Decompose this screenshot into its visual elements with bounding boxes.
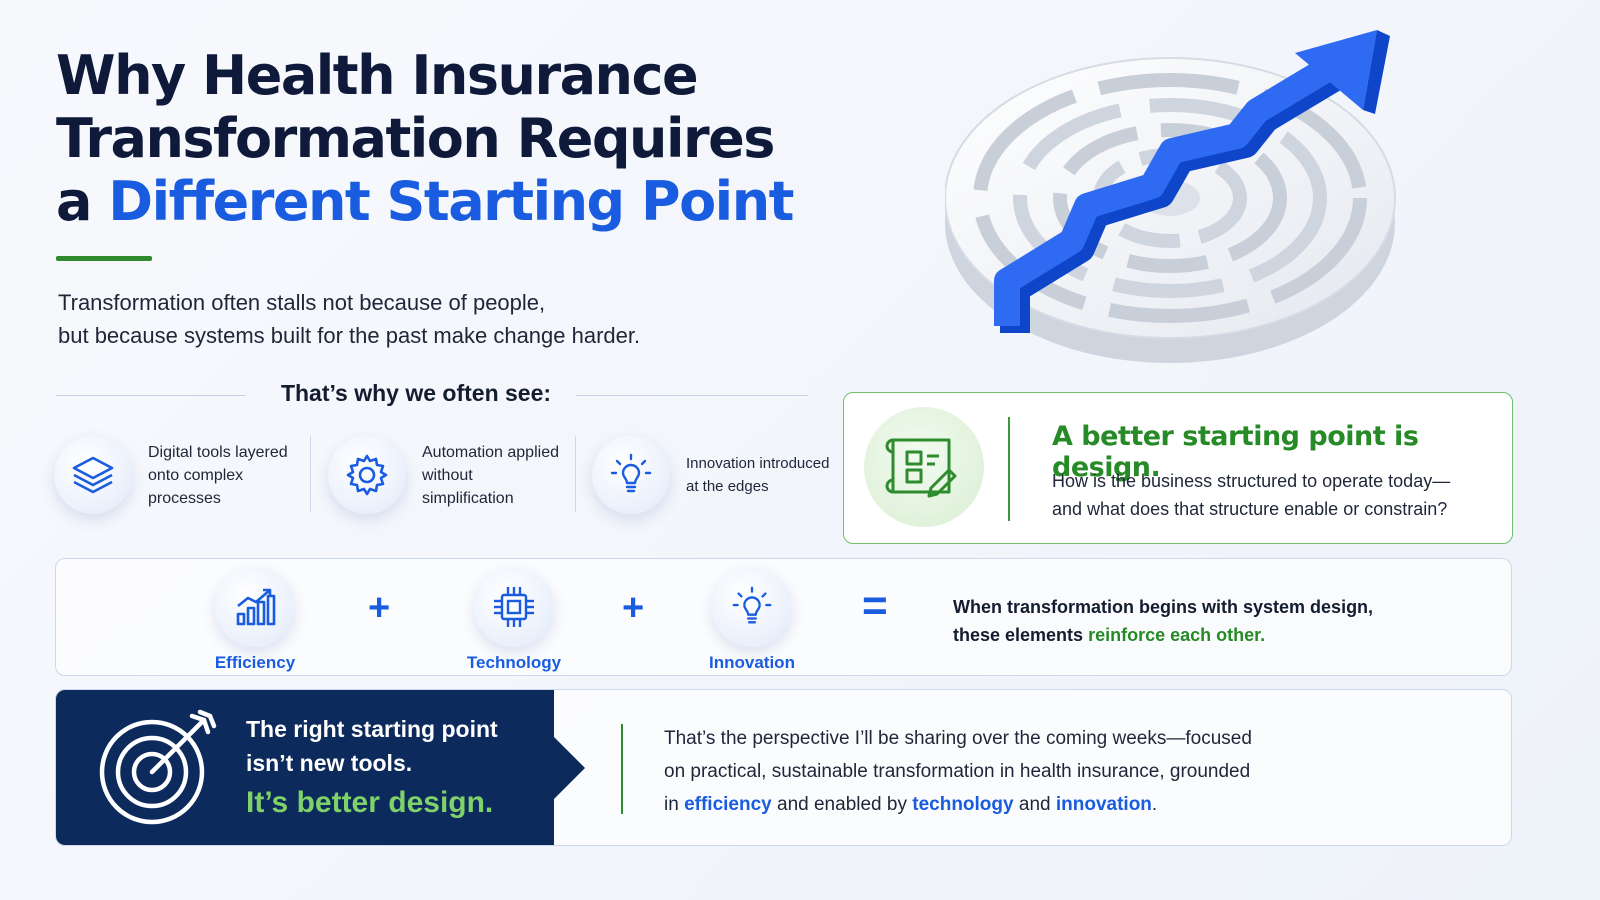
why-item-automation: Automation applied without simplificatio…: [328, 430, 573, 520]
subtitle: Transformation often stalls not because …: [58, 286, 758, 352]
equation-label: Efficiency: [214, 653, 296, 672]
equation-text-line: When transformation begins with system d…: [953, 597, 1374, 617]
perspective-line: in efficiency and enabled by technology …: [664, 788, 1252, 821]
title-underline: [56, 256, 152, 261]
text-segment: in: [664, 794, 685, 815]
plus-sign: +: [368, 587, 391, 629]
equation-label: Technology: [466, 653, 562, 672]
label-line: simplification: [422, 489, 514, 507]
why-item-label: Digital tools layered onto complex proce…: [148, 441, 288, 510]
blueprint-icon: [864, 407, 984, 527]
label-line: Innovation introduced: [686, 455, 830, 472]
chart-growth-icon: [215, 567, 295, 647]
why-section-header: That’s why we often see:: [56, 380, 808, 410]
callout-line: The right starting point: [246, 716, 498, 742]
callout-panel: The right starting point isn’t new tools…: [56, 690, 554, 845]
callout-line: isn’t new tools.: [246, 750, 413, 776]
why-item-innovation: Innovation introduced at the edges: [592, 430, 832, 520]
equation-text-line: these elements reinforce each other.: [953, 621, 1373, 649]
equation-item-technology: Technology: [454, 567, 574, 673]
callout-highlight: It’s better design.: [246, 786, 494, 819]
perspective-text: That’s the perspective I’ll be sharing o…: [664, 722, 1252, 821]
label-line: Automation applied: [422, 443, 559, 461]
equals-sign: =: [862, 581, 888, 630]
equation-label: Innovation: [709, 653, 795, 672]
target-icon: [99, 709, 217, 825]
lightbulb-icon: [592, 436, 670, 514]
text-segment: .: [1151, 794, 1158, 815]
label-line: Digital tools layered: [148, 443, 288, 461]
title-line-3-prefix: a: [56, 170, 109, 233]
plus-sign: +: [622, 587, 645, 629]
layers-icon: [54, 436, 132, 514]
header-rule-right: [576, 395, 808, 396]
bottom-divider: [621, 724, 623, 814]
perspective-line: That’s the perspective I’ll be sharing o…: [664, 728, 1252, 749]
technology-highlight: technology: [912, 794, 1014, 815]
equation-item-innovation: Innovation: [692, 567, 812, 673]
why-item-label: Automation applied without simplificatio…: [422, 441, 559, 510]
title-line-2: Transformation Requires: [56, 107, 775, 170]
callout-arrow: [553, 736, 585, 800]
body-line: How is the business structured to operat…: [1052, 471, 1451, 491]
label-line: processes: [148, 489, 221, 507]
equation-item-efficiency: Efficiency: [195, 567, 315, 673]
equation-text: When transformation begins with system d…: [953, 593, 1373, 649]
subtitle-line-1: Transformation often stalls not because …: [58, 290, 546, 315]
label-line: at the edges: [686, 478, 769, 495]
design-card: A better starting point is design. How i…: [843, 392, 1513, 544]
label-line: onto complex: [148, 466, 244, 484]
innovation-highlight: innovation: [1055, 794, 1152, 815]
divider: [575, 436, 576, 512]
design-card-body: How is the business structured to operat…: [1052, 467, 1450, 523]
title-highlight: Different Starting Point: [108, 170, 794, 233]
lightbulb-icon: [712, 567, 792, 647]
text-segment: these elements: [953, 625, 1089, 645]
why-item-digital-tools: Digital tools layered onto complex proce…: [54, 430, 304, 520]
page-title: Why Health Insurance Transformation Requ…: [56, 44, 816, 233]
text-segment: and enabled by: [771, 794, 913, 815]
efficiency-highlight: efficiency: [684, 794, 772, 815]
header-rule-left: [56, 395, 246, 396]
why-section-heading: That’s why we often see:: [280, 380, 552, 406]
chip-icon: [474, 567, 554, 647]
reinforce-highlight: reinforce each other.: [1088, 625, 1266, 645]
title-line-1: Why Health Insurance: [56, 44, 699, 107]
maze-illustration: [945, 30, 1396, 363]
why-item-label: Innovation introduced at the edges: [686, 452, 829, 498]
label-line: without: [422, 466, 473, 484]
body-line: and what does that structure enable or c…: [1052, 499, 1448, 519]
bottom-card: The right starting point isn’t new tools…: [55, 689, 1512, 846]
perspective-line: on practical, sustainable transformation…: [664, 761, 1251, 782]
text-segment: and: [1013, 794, 1056, 815]
card-divider: [1008, 417, 1010, 521]
gear-icon: [328, 436, 406, 514]
design-card-heading: A better starting point is design.: [1052, 421, 1419, 483]
callout-text: The right starting point isn’t new tools…: [246, 712, 498, 824]
subtitle-line-2: but because systems built for the past m…: [58, 323, 641, 348]
divider: [310, 436, 311, 512]
equation-card: Efficiency + Technology +: [55, 558, 1512, 676]
